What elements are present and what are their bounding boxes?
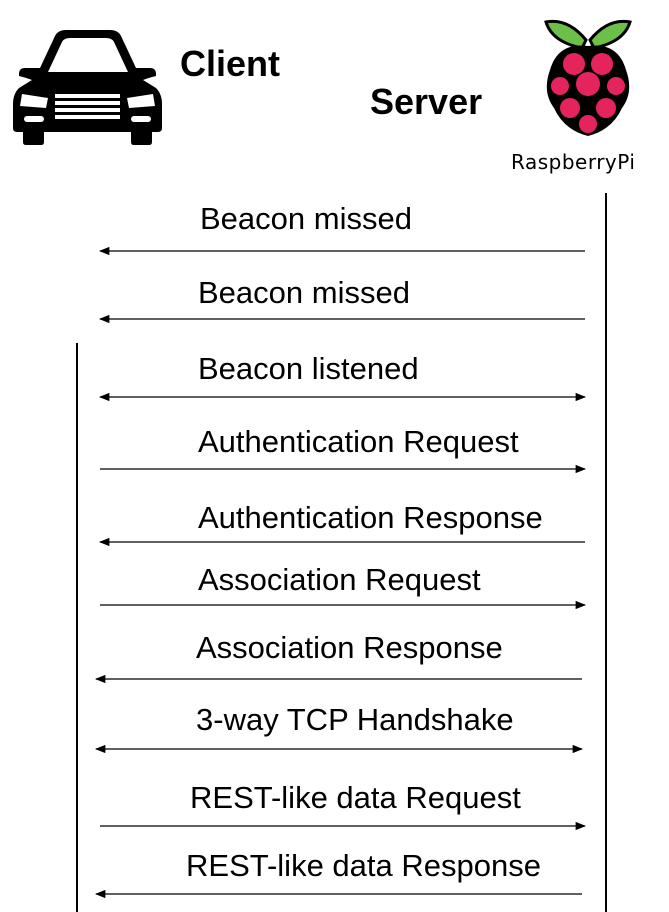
server-label: Server <box>370 81 483 122</box>
message-label: Authentication Response <box>198 500 543 535</box>
message-label: Beacon listened <box>198 351 419 386</box>
message-label: Beacon missed <box>200 201 412 236</box>
message-label: Beacon missed <box>198 275 410 310</box>
client-label: Client <box>180 43 281 84</box>
message-label: REST-like data Response <box>186 848 541 883</box>
message-label: Association Response <box>196 630 503 665</box>
raspberry-pi-logo-text: RaspberryPi <box>511 150 636 174</box>
message-label: 3-way TCP Handshake <box>196 702 514 737</box>
message-label: Association Request <box>198 562 481 597</box>
server-lifeline <box>605 193 607 912</box>
client-lifeline <box>76 343 78 912</box>
raspberry-pi-logo-icon <box>538 12 638 140</box>
message-label: Authentication Request <box>198 424 519 459</box>
message-label: REST-like data Request <box>190 780 521 815</box>
car-icon <box>10 28 165 146</box>
